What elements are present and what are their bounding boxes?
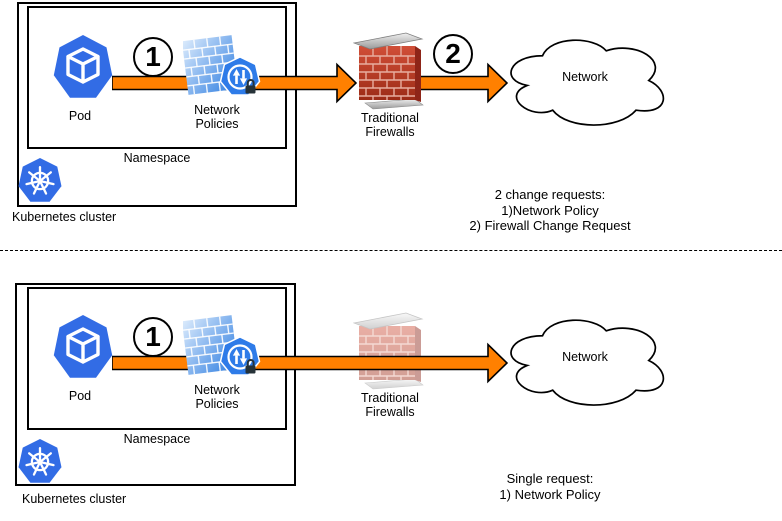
- annotation-line2: 1)Network Policy: [501, 202, 599, 218]
- firewall-label-line1: Traditional: [361, 391, 419, 405]
- annotation-two-requests: 2 change requests: 1)Network Policy 2) F…: [440, 187, 660, 234]
- network-policies-label: Network Policies: [179, 103, 255, 131]
- network-policies-label: Network Policies: [179, 383, 255, 411]
- step-1-badge: 1: [133, 37, 173, 77]
- network-policies-label-line2: Policies: [195, 116, 239, 131]
- pod-label: Pod: [68, 389, 92, 403]
- firewall-label-line2: Firewalls: [365, 124, 415, 139]
- step-1-badge: 1: [133, 317, 173, 357]
- flow-arrow-pod-to-network: [112, 342, 508, 384]
- firewall-label: Traditional Firewalls: [350, 391, 430, 419]
- step-2-badge: 2: [433, 34, 473, 74]
- network-policies-label-line1: Network: [194, 383, 240, 397]
- network-policies-icon: [183, 310, 261, 380]
- annotation-line3: 2) Firewall Change Request: [469, 218, 631, 233]
- kubernetes-logo-icon: [17, 157, 63, 205]
- kubernetes-cluster-box: [17, 2, 297, 207]
- annotation-line1: Single request:: [506, 471, 594, 486]
- network-policies-label-line2: Policies: [195, 396, 239, 411]
- network-policies-label-line1: Network: [194, 103, 240, 117]
- kubernetes-cluster-box: [15, 283, 296, 486]
- kubernetes-logo-icon: [17, 438, 63, 486]
- firewall-label-line1: Traditional: [361, 111, 419, 125]
- pod-label: Pod: [68, 109, 92, 123]
- firewall-label-line2: Firewalls: [365, 404, 415, 419]
- namespace-label: Namespace: [123, 151, 191, 165]
- annotation-line2: 1) Network Policy: [499, 486, 601, 502]
- annotation-single-request: Single request: 1) Network Policy: [440, 471, 660, 502]
- annotation-line1: 2 change requests:: [494, 187, 606, 202]
- network-cloud-label: Network: [562, 70, 608, 84]
- kubernetes-cluster-label: Kubernetes cluster: [22, 492, 127, 506]
- pod-icon: [52, 314, 114, 382]
- pod-icon: [52, 34, 114, 102]
- firewall-label: Traditional Firewalls: [350, 111, 430, 139]
- firewall-icon: [353, 28, 425, 110]
- network-cloud-label: Network: [562, 350, 608, 364]
- namespace-label: Namespace: [123, 432, 191, 446]
- panel-divider: [0, 250, 782, 251]
- kubernetes-cluster-label: Kubernetes cluster: [12, 210, 117, 224]
- network-policies-icon: [183, 30, 261, 100]
